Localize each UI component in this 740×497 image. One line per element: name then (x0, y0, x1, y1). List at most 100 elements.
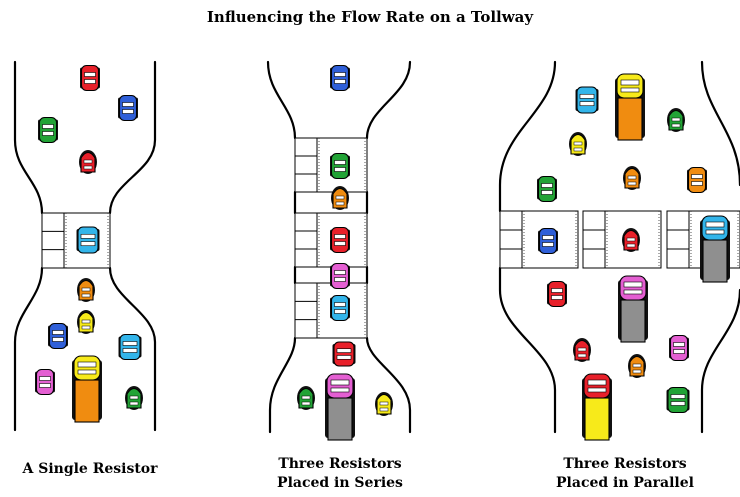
car-body (667, 386, 689, 414)
compact-car (77, 278, 95, 302)
toll-booth (294, 282, 368, 339)
car-rear-window (632, 369, 642, 374)
car-body (687, 166, 707, 194)
car-body (669, 334, 689, 362)
toll-booth-frame (41, 212, 111, 269)
car-rear-window (334, 241, 346, 246)
car-body (330, 226, 350, 254)
compact-car (623, 166, 641, 190)
car (687, 166, 707, 194)
truck-cab (701, 215, 729, 241)
car-body (333, 341, 355, 367)
truck-rear-window (623, 289, 643, 295)
car-rear-window (334, 167, 346, 172)
car-body (48, 322, 68, 350)
car-rear-window (573, 147, 583, 152)
compact-car (375, 392, 393, 416)
car-body (77, 226, 99, 254)
road-edge (365, 60, 412, 140)
truck (700, 215, 730, 283)
car (332, 341, 356, 367)
car-rear-window (81, 325, 91, 330)
toll-booth-frame (582, 210, 662, 269)
car-windshield (632, 363, 642, 368)
car (547, 280, 567, 308)
car-rear-window (334, 277, 346, 282)
toll-booth (41, 212, 111, 269)
compact-car (331, 186, 349, 210)
car (35, 368, 55, 396)
car-rear-window (671, 123, 681, 128)
car-rear-window (551, 295, 563, 300)
car (330, 226, 350, 254)
car-rear-window (577, 353, 587, 358)
car (80, 64, 100, 92)
road-edge (268, 336, 297, 434)
car-windshield (80, 233, 96, 239)
road-edge (13, 266, 44, 432)
car-rear-window (626, 243, 636, 248)
car-windshield (551, 288, 563, 293)
truck (582, 373, 612, 441)
car-rear-window (80, 241, 96, 247)
car-windshield (52, 330, 64, 335)
compact-car (622, 228, 640, 252)
truck-trailer (327, 397, 353, 441)
truck-windshield (330, 379, 350, 386)
car-body (35, 368, 55, 396)
truck-trailer (702, 239, 728, 283)
car-body (118, 94, 138, 122)
car-windshield (42, 124, 54, 129)
car-windshield (81, 287, 91, 292)
car-windshield (670, 394, 686, 399)
car-windshield (579, 93, 595, 99)
car-windshield (334, 234, 346, 239)
truck-windshield (620, 79, 640, 86)
caption-line: Placed in Series (277, 475, 403, 491)
car-windshield (627, 175, 637, 180)
car (118, 333, 142, 361)
road-edge (13, 60, 44, 215)
caption-line: Three Resistors (563, 456, 687, 472)
car-windshield (334, 270, 346, 275)
car-windshield (671, 117, 681, 122)
car-body (537, 175, 557, 203)
car-rear-window (670, 401, 686, 406)
car-rear-window (334, 309, 346, 314)
diagram-title: Influencing the Flow Rate on a Tollway (206, 8, 534, 26)
car-windshield (573, 141, 583, 146)
truck-rear-window (77, 369, 97, 375)
car (76, 226, 100, 254)
compact-car (125, 386, 143, 410)
car-rear-window (379, 407, 389, 412)
truck (615, 73, 645, 141)
car (330, 152, 350, 180)
car-body (547, 280, 567, 308)
truck-trailer (620, 299, 646, 343)
compact-car (79, 150, 97, 174)
car-rear-window (39, 383, 51, 388)
car (118, 94, 138, 122)
road-edge (700, 60, 740, 187)
car-windshield (84, 72, 96, 77)
truck-windshield (587, 379, 607, 386)
car (330, 262, 350, 290)
car-rear-window (42, 131, 54, 136)
car-rear-window (52, 337, 64, 342)
truck-cab (619, 275, 647, 301)
car-windshield (335, 195, 345, 200)
car-windshield (577, 347, 587, 352)
car-windshield (334, 72, 346, 77)
car (666, 386, 690, 414)
truck (325, 373, 355, 441)
truck (618, 275, 648, 343)
truck-windshield (77, 361, 97, 368)
truck-windshield (705, 221, 725, 228)
car-windshield (334, 160, 346, 165)
caption-series-resistors: Three Resistors Placed in Series (240, 455, 440, 493)
car-rear-window (301, 401, 311, 406)
compact-car (297, 386, 315, 410)
car-body (330, 262, 350, 290)
truck-rear-window (330, 387, 350, 393)
